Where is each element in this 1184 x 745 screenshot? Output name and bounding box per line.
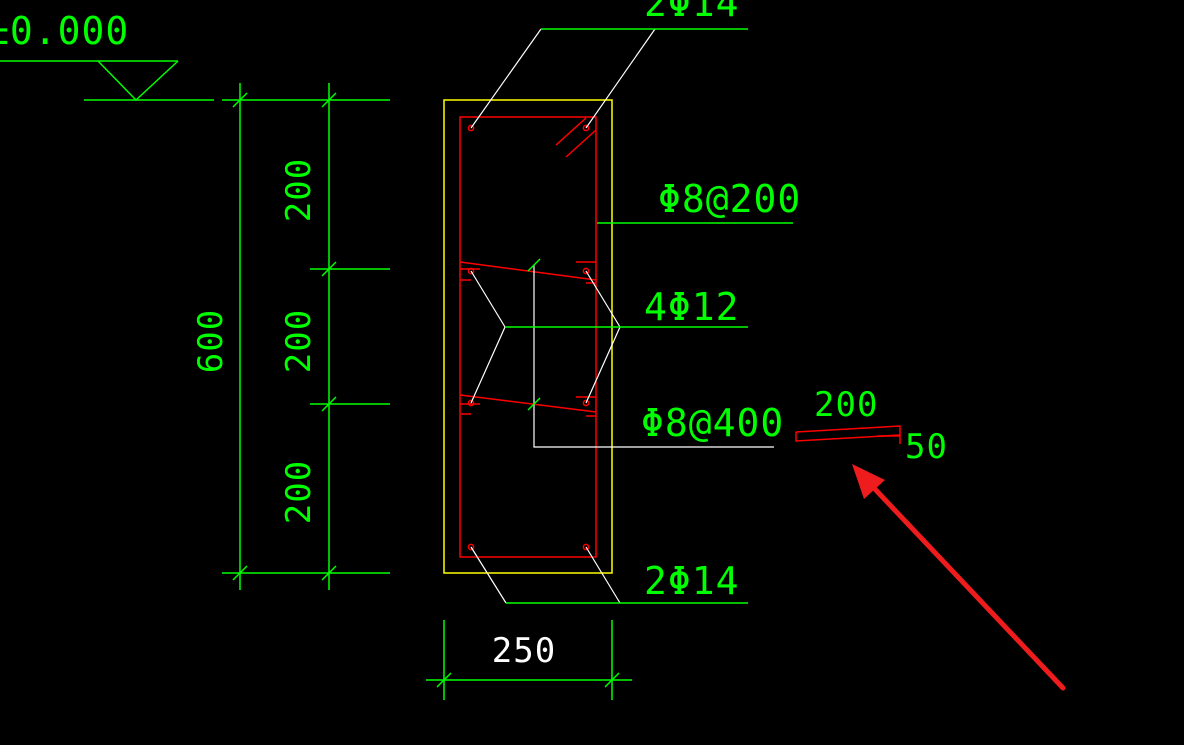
tie-lower (459, 394, 597, 413)
rebar-bottom-left (467, 543, 475, 551)
hook-length-label: 200 (814, 385, 878, 425)
rebar-side-lower-right (582, 399, 590, 407)
tie-hook-detail (795, 425, 901, 444)
elevation-marker (0, 60, 214, 102)
stirrup-hook-1 (555, 117, 587, 146)
rebar-side-upper-left (467, 267, 475, 275)
dimension-overall-height: 600 (191, 309, 231, 373)
rebar-side-lower-left (467, 399, 475, 407)
stirrup-loop (459, 116, 597, 558)
rebar-top-left (467, 124, 475, 132)
elevation-label: ±0.000 (0, 9, 129, 53)
dimension-width: 250 (492, 631, 556, 671)
label-top-bars: 2Φ14 (644, 0, 740, 25)
stirrup-hook-2 (565, 129, 597, 158)
leader-tails (505, 28, 793, 604)
rebar-bottom-right (582, 543, 590, 551)
rebar-cage (459, 116, 597, 558)
dimension-segment-bottom: 200 (279, 460, 319, 524)
rebar-side-upper-right (582, 267, 590, 275)
rebar-top-right (582, 124, 590, 132)
label-side-bars: 4Φ12 (644, 285, 740, 329)
width-dimension-lines (426, 620, 632, 700)
arrow-icon (852, 464, 1066, 691)
vertical-dimension-lines (222, 83, 390, 590)
hook-bend-label: 50 (905, 427, 948, 467)
dimension-segment-middle: 200 (279, 309, 319, 373)
label-stirrup: Φ8@200 (658, 177, 801, 221)
label-bottom-bars: 2Φ14 (644, 559, 740, 603)
dimension-segment-top: 200 (279, 158, 319, 222)
label-tie: Φ8@400 (641, 401, 784, 445)
concrete-section-outline (443, 99, 613, 574)
